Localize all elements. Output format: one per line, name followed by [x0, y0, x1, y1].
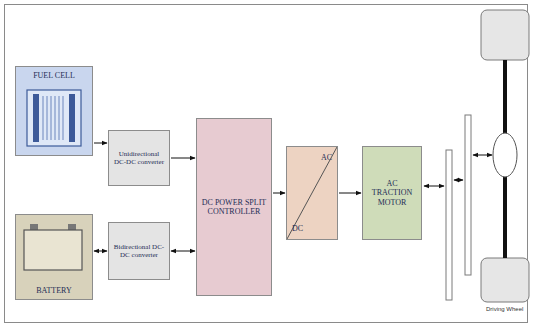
power-flow-arrow	[171, 158, 195, 159]
box-label: Bidirectional DC-DC converter	[113, 243, 165, 259]
drivetrain	[424, 10, 529, 302]
power-flow-arrow	[339, 193, 361, 194]
box-label: AC TRACTION MOTOR	[367, 179, 417, 207]
inverter-box: AC DC	[286, 146, 338, 240]
power-flow-arrow	[94, 143, 107, 144]
power-flow-arrow	[273, 193, 285, 194]
fuel-cell-icon	[27, 90, 81, 146]
motor-box: AC TRACTION MOTOR	[362, 146, 422, 240]
box-label: BATTERY	[36, 286, 72, 295]
fuel-cell-box: FUEL CELL	[15, 66, 93, 156]
battery-icon	[24, 224, 82, 270]
current-type-label: DC	[292, 224, 303, 233]
wheel-caption: Driving Wheel	[486, 306, 523, 312]
battery-box: BATTERY	[15, 214, 93, 300]
converter-box: Bidirectional DC-DC converter	[108, 222, 170, 280]
box-label: DC POWER SPLIT CONTROLLER	[201, 198, 267, 216]
power-flow-arrow	[171, 251, 195, 252]
box-label: FUEL CELL	[33, 71, 75, 80]
converter-box: Unidirectional DC-DC converter	[108, 130, 170, 186]
current-type-label: AC	[321, 153, 332, 162]
box-label: Unidirectional DC-DC converter	[113, 150, 165, 166]
controller-box: DC POWER SPLIT CONTROLLER	[196, 118, 272, 296]
power-flow-arrow	[94, 251, 107, 252]
